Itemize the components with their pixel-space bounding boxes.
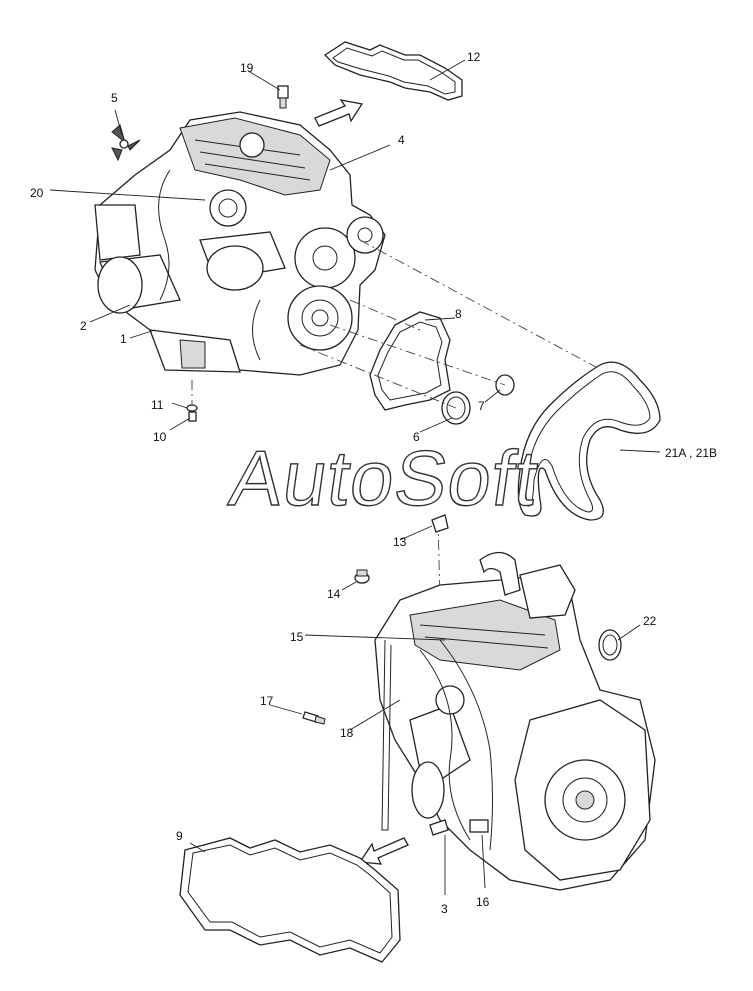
callout-4: 4 — [398, 133, 405, 147]
callout-11: 11 — [151, 398, 164, 412]
part-3-sensor — [429, 819, 449, 836]
direction-arrow-lower — [358, 837, 409, 865]
callout-13: 13 — [393, 535, 407, 549]
callout-8: 8 — [455, 307, 462, 321]
direction-arrow-upper — [314, 99, 364, 127]
callout-17: 17 — [260, 694, 274, 708]
callout-9: 9 — [176, 829, 183, 843]
leader-lines — [49, 59, 661, 895]
callout-labels: 1 2 3 4 5 6 7 8 9 10 11 12 13 14 15 16 1… — [30, 50, 717, 916]
part-12-valve-cover-gasket — [323, 41, 463, 101]
callout-19: 19 — [240, 61, 254, 75]
part-9-oil-pan-gasket — [179, 837, 401, 963]
callout-21: 21A , 21B — [665, 446, 717, 460]
callout-18: 18 — [340, 726, 354, 740]
callout-15: 15 — [290, 630, 304, 644]
part-13-cap — [431, 514, 449, 533]
part-14-plug — [354, 569, 370, 584]
callout-14: 14 — [327, 587, 341, 601]
callout-20: 20 — [30, 186, 44, 200]
part-19-sensor — [277, 85, 289, 109]
part-21-belt — [517, 361, 661, 521]
callout-2: 2 — [80, 319, 87, 333]
part-17-sensor — [302, 711, 326, 725]
callout-16: 16 — [476, 895, 490, 909]
callout-3: 3 — [441, 902, 448, 916]
part-5-fan — [111, 124, 141, 162]
callout-22: 22 — [643, 614, 657, 628]
watermark-logo: AutoSoft — [225, 434, 544, 522]
lower-engine-assembly — [374, 551, 656, 891]
part-8-front-cover-gasket — [369, 311, 451, 411]
callout-6: 6 — [413, 430, 420, 444]
callout-12: 12 — [467, 50, 481, 64]
callout-10: 10 — [153, 430, 167, 444]
part-22-seal — [598, 629, 622, 661]
callout-7: 7 — [478, 399, 485, 413]
upper-engine-assembly — [94, 111, 386, 376]
callout-1: 1 — [120, 332, 127, 346]
callout-5: 5 — [111, 91, 118, 105]
